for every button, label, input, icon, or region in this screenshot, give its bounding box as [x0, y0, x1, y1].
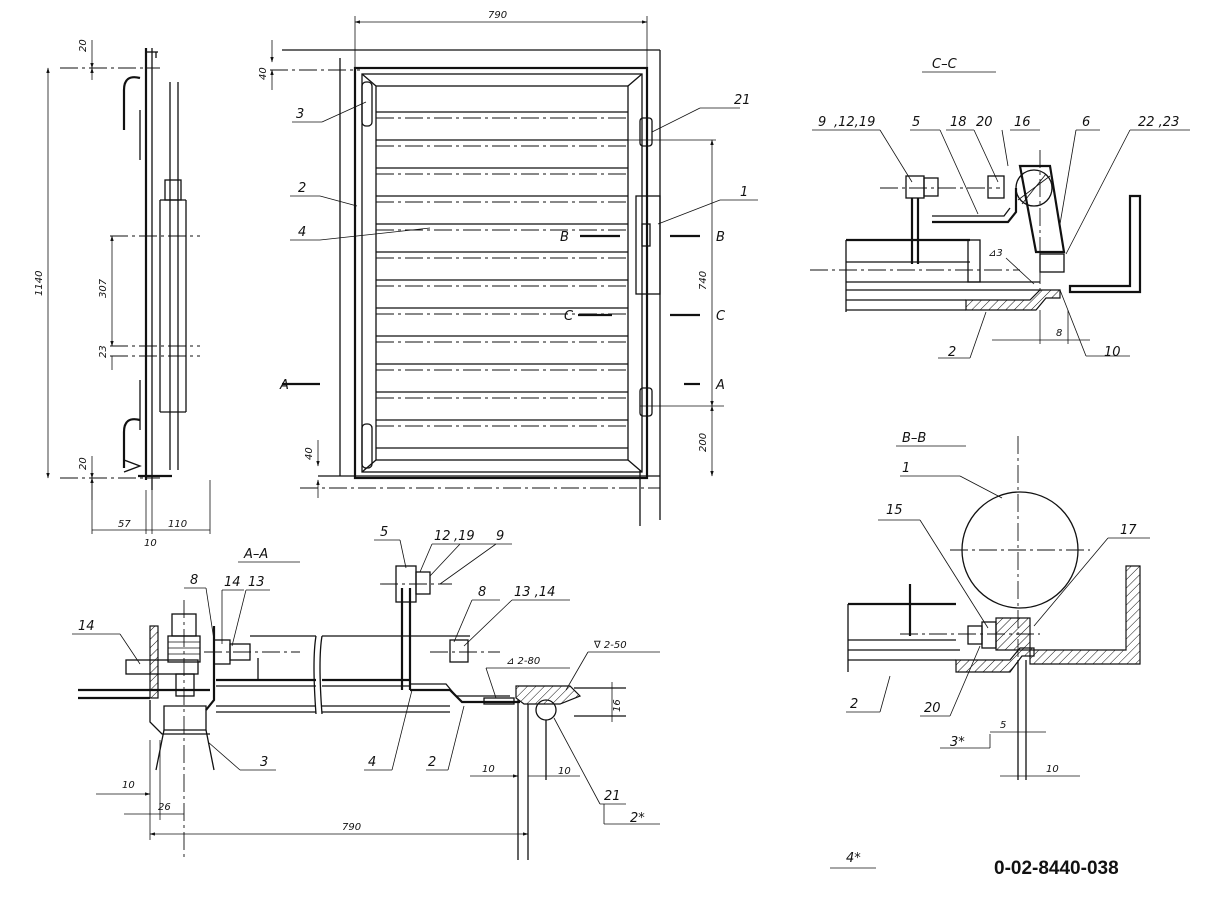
cc-label-9: 9	[818, 115, 826, 130]
dim-bottom: 20	[78, 457, 89, 470]
front-label-3: 3	[296, 107, 304, 122]
front-label-1: 1	[740, 185, 748, 200]
cc-label-5: 5	[912, 115, 920, 130]
dim-top: 20	[78, 39, 89, 52]
aa-label-21: 21	[604, 789, 621, 804]
cut-mark-b-left: B	[560, 230, 569, 245]
dim-front-lower: 200	[698, 433, 709, 452]
bb-label-1: 1	[902, 461, 910, 476]
section-cc: C–C 9 ,12,19 5 18 20 16 6 22 ,23	[810, 57, 1190, 360]
front-label-2: 2	[298, 181, 306, 196]
cc-label-2: 2	[948, 345, 956, 360]
dim-front-height: 740	[698, 271, 709, 290]
section-aa-title: A–A	[243, 547, 268, 562]
note-2: 2*	[630, 811, 645, 826]
section-cc-title: C–C	[932, 57, 958, 72]
note-4: 4*	[846, 851, 861, 866]
bb-label-2: 2	[850, 697, 858, 712]
cc-weld: ⊿3	[988, 248, 1003, 259]
aa-weld: ⊿ 2-80	[506, 656, 540, 667]
aa-label-9: 9	[496, 529, 504, 544]
cc-label-10: 10	[1104, 345, 1121, 360]
aa-label-2: 2	[428, 755, 436, 770]
bb-label-20: 20	[924, 701, 941, 716]
dim-front-bottom: 40	[304, 447, 315, 460]
section-bb-title: B–B	[902, 431, 926, 446]
cut-mark-b-right: B	[716, 230, 725, 245]
aa-label-19: ,19	[454, 529, 475, 544]
cut-mark-c-right: C	[716, 309, 726, 324]
aa-dim-10c: 10	[122, 780, 135, 791]
aa-label-14a: 14	[224, 575, 241, 590]
dim-front-top: 40	[258, 67, 269, 80]
dim-w10: 10	[144, 538, 157, 549]
bb-dim-5: 5	[1000, 720, 1006, 731]
aa-label-5: 5	[380, 525, 388, 540]
dim-mid: 307	[98, 278, 109, 298]
cut-mark-a-right: A	[715, 378, 725, 393]
bb-label-15: 15	[886, 503, 903, 518]
dim-front-width: 790	[488, 10, 507, 21]
aa-label-8b: 8	[478, 585, 486, 600]
dim-small: 23	[98, 345, 109, 358]
aa-label-13a: 13	[248, 575, 265, 590]
bb-label-17: 17	[1120, 523, 1137, 538]
front-label-21: 21	[734, 93, 751, 108]
cc-label-16: 16	[1014, 115, 1031, 130]
cc-gap: 8	[1056, 328, 1062, 339]
dim-overall-height: 1140	[34, 271, 45, 296]
cc-label-20: 20	[976, 115, 993, 130]
cut-mark-c-left: C	[564, 309, 574, 324]
front-label-4: 4	[298, 225, 306, 240]
side-view: 1140 307 23 20 20 57 10 110	[34, 39, 211, 549]
aa-dim-16: 16	[612, 699, 623, 712]
aa-dim-790: 790	[342, 822, 361, 833]
aa-label-13-14: 13 ,14	[514, 585, 555, 600]
aa-dim-26: 26	[158, 802, 171, 813]
dim-w110: 110	[168, 519, 187, 530]
aa-dim-10b: 10	[558, 766, 571, 777]
cc-label-12-19: ,12,19	[834, 115, 875, 130]
louver-slats	[376, 111, 628, 449]
cc-label-22-23: 22 ,23	[1138, 115, 1179, 130]
cut-mark-a-left: A	[279, 378, 289, 393]
bb-dim-10: 10	[1046, 764, 1059, 775]
note-3: 3*	[950, 735, 965, 750]
front-view: 790 40 40 740 200 A A B B C C 3	[258, 10, 758, 526]
aa-weld2: ∇ 2-50	[593, 640, 627, 651]
cc-label-18: 18	[950, 115, 967, 130]
aa-label-4: 4	[368, 755, 376, 770]
aa-label-3: 3	[260, 755, 268, 770]
drawing-number: 0-02-8440-038	[994, 858, 1119, 879]
section-aa: A–A	[72, 525, 660, 860]
aa-dim-10a: 10	[482, 764, 495, 775]
aa-label-14: 14	[78, 619, 95, 634]
dim-w57: 57	[118, 519, 131, 530]
aa-label-8a: 8	[190, 573, 198, 588]
section-bb: B–B 1 15 17 2 20	[846, 431, 1150, 780]
cc-label-6: 6	[1082, 115, 1090, 130]
aa-label-12: 12	[434, 529, 451, 544]
